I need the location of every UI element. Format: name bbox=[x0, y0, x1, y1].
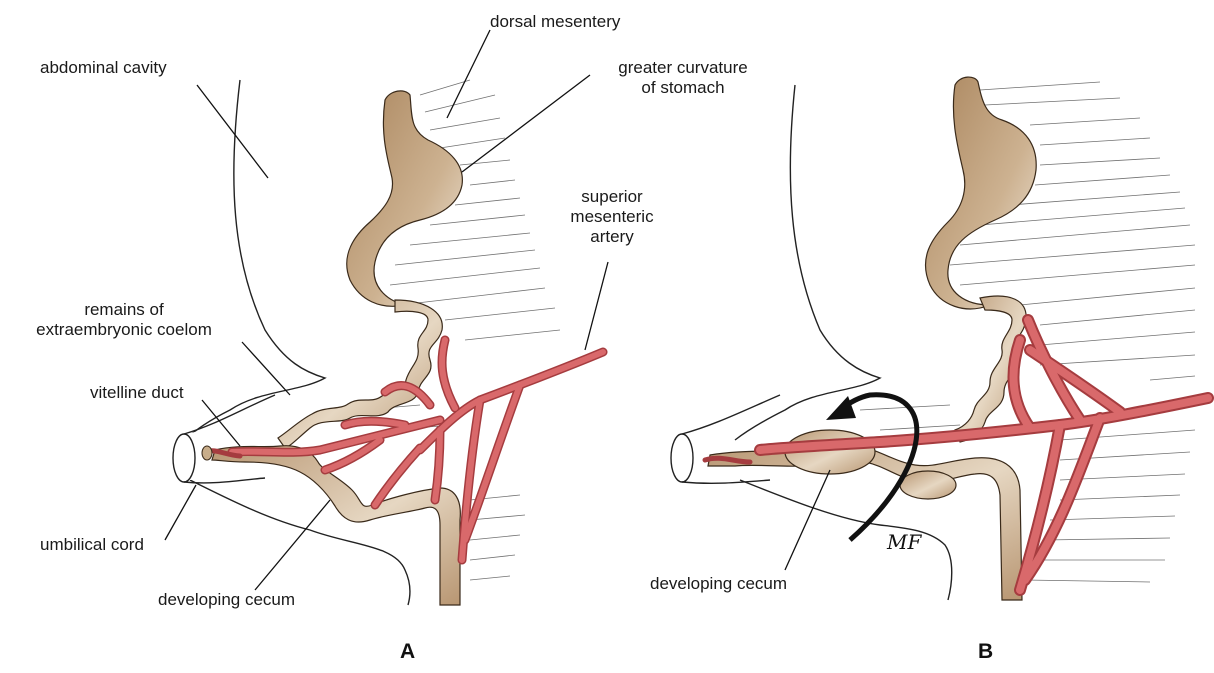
artist-signature: MF bbox=[887, 530, 921, 554]
label-umbilical-cord: umbilical cord bbox=[40, 535, 144, 555]
panel-b-abdominal-wall bbox=[735, 85, 880, 440]
label-greater-curvature: greater curvature of stomach bbox=[598, 58, 768, 98]
panel-a-abdominal-wall bbox=[185, 80, 325, 440]
label-remains-line2: extraembryonic coelom bbox=[0, 320, 248, 340]
label-sma-line2: mesenteric bbox=[562, 207, 662, 227]
label-remains-line1: remains of bbox=[0, 300, 248, 320]
label-dorsal-mesentery: dorsal mesentery bbox=[490, 12, 620, 32]
label-remains-of-extraembryonic-coelom: remains of extraembryonic coelom bbox=[0, 300, 248, 340]
label-developing-cecum-a: developing cecum bbox=[158, 590, 295, 610]
panel-b-drawing bbox=[671, 77, 1208, 600]
label-superior-mesenteric-artery: superior mesenteric artery bbox=[562, 187, 662, 247]
label-greater-curvature-line1: greater curvature bbox=[598, 58, 768, 78]
panel-b-loop-bulge bbox=[900, 471, 956, 499]
label-abdominal-cavity: abdominal cavity bbox=[40, 58, 167, 78]
label-sma-line1: superior bbox=[562, 187, 662, 207]
label-vitelline-duct: vitelline duct bbox=[90, 383, 184, 403]
panel-b-leader-lines bbox=[785, 470, 830, 570]
label-greater-curvature-line2: of stomach bbox=[598, 78, 768, 98]
panel-letter-a: A bbox=[400, 640, 415, 664]
panel-letter-b: B bbox=[978, 640, 993, 664]
label-sma-line3: artery bbox=[562, 227, 662, 247]
label-developing-cecum-b: developing cecum bbox=[650, 574, 787, 594]
panel-b-stomach bbox=[925, 77, 1036, 309]
panel-a-stomach bbox=[347, 91, 463, 306]
panel-b-umbilical-cord bbox=[671, 395, 780, 483]
